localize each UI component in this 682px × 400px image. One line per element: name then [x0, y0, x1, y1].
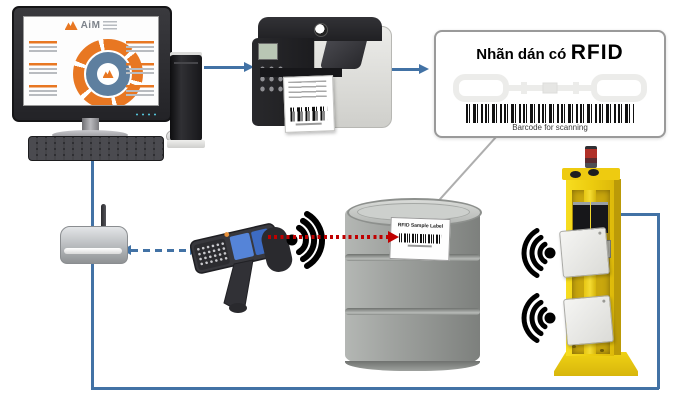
cable-computer-to-router [91, 158, 94, 228]
drum-label-barcode [398, 233, 442, 244]
rfid-title-prefix: Nhãn dán có [476, 46, 567, 63]
portal-reader-unit [573, 202, 590, 233]
router-led-strip [64, 248, 122, 254]
printed-label-barcode [290, 106, 328, 122]
wireless-signal-icon [521, 293, 556, 343]
portal-bolt [572, 345, 576, 348]
aim-logo: AiM [24, 20, 158, 31]
portal-antenna-panel [563, 295, 614, 346]
monitor-buttons [134, 112, 160, 117]
portal-bolt [600, 349, 604, 352]
arrow-computer-to-printer-head [244, 62, 254, 72]
router-antenna [101, 204, 106, 229]
stack-light-icon [585, 146, 597, 168]
portal-antenna-panel [559, 227, 610, 278]
scanner-keypad [197, 242, 228, 266]
monitor-screen: AiM [23, 16, 159, 106]
aim-tagline-lines [103, 21, 118, 30]
screen-text-block [29, 63, 57, 75]
portal-column-side [614, 179, 621, 355]
arrow-printer-to-label-line [386, 68, 420, 71]
pc-tower-top [170, 52, 202, 57]
drum-label-number-line [407, 244, 432, 247]
aim-mountain-icon [64, 21, 78, 30]
portal-base [554, 352, 638, 376]
pc-tower-base [167, 140, 205, 148]
panel-screw [602, 299, 606, 303]
rfid-title-emphasis: RFID [570, 41, 624, 64]
wifi-router [60, 226, 128, 264]
rfid-label-card: Nhãn dán có RFID Barcode for scanning [434, 30, 666, 138]
cable-bottom-run [91, 387, 659, 390]
portal-dome [588, 169, 599, 176]
monitor-stand [82, 118, 99, 133]
cable-to-portal-reader [607, 213, 659, 216]
wireless-signal-icon [521, 228, 556, 278]
printer-label-slot [260, 68, 342, 77]
desktop-monitor: AiM [12, 6, 172, 122]
drum-rib [345, 308, 480, 315]
rfid-card-barcode [466, 104, 634, 123]
scanner-screen [229, 232, 254, 260]
aim-mountain-icon [102, 70, 114, 78]
panel-screw [598, 231, 602, 235]
screen-text-block [126, 63, 154, 75]
zebra-logo-icon [314, 23, 328, 37]
portal-dome [570, 171, 581, 178]
pc-tower-drive-slot [174, 62, 198, 64]
aim-brand-text: AiM [80, 20, 101, 31]
wireless-signal-icon [286, 211, 326, 269]
printed-label-number-line [295, 122, 322, 126]
screen-text-block [126, 85, 154, 97]
rfid-antenna-inlay-icon [453, 74, 647, 102]
rfid-label-title: Nhãn dán có RFID [436, 41, 664, 65]
scanner-trigger-button [224, 232, 230, 237]
arrow-computer-to-printer-line [204, 66, 246, 69]
drum-label-title: RFID Sample Label [397, 222, 444, 230]
arrow-printer-to-label-head [419, 64, 429, 74]
screen-text-block [29, 85, 57, 97]
scanner-grip-base [229, 303, 247, 313]
printed-label-text-lines [288, 80, 327, 102]
portal-reader-unit [591, 202, 608, 233]
printed-label [283, 75, 335, 133]
pc-tower [170, 55, 202, 141]
rf-read-beam-line [268, 235, 390, 239]
cable-right-riser [657, 213, 660, 389]
monitor-base [52, 130, 128, 140]
keyboard [28, 136, 164, 161]
screen-text-block [126, 41, 154, 53]
wireless-link-router-scanner-line [131, 249, 191, 252]
screen-text-block [29, 41, 57, 53]
printer-lcd [258, 43, 278, 60]
aim-wheel-center [97, 63, 119, 85]
rf-read-beam-head [388, 231, 399, 243]
cable-router-down [91, 262, 94, 389]
rfid-card-caption: Barcode for scanning [512, 123, 588, 132]
scanner-keypad-panel [193, 238, 230, 271]
drum-bottom-rim [345, 361, 480, 371]
